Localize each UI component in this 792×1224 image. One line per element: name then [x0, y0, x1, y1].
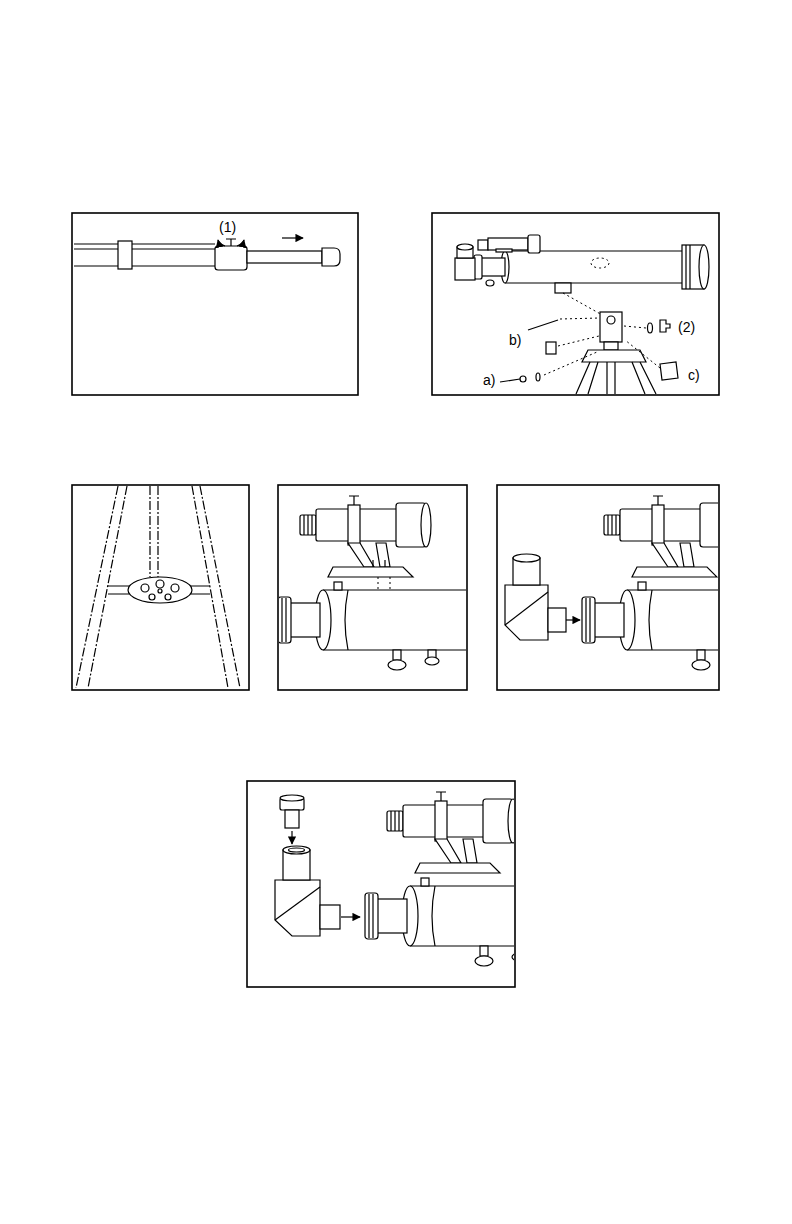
finder-mount-drawing: [279, 496, 466, 670]
telescope-mount-drawing: [624, 326, 646, 328]
finder-mount-drawing: [373, 560, 385, 567]
telescope-mount-drawing: [546, 342, 556, 354]
panel-frame: [432, 213, 719, 395]
eyepiece-insert-drawing: [275, 792, 514, 966]
accessory-tray-drawing: [76, 486, 240, 688]
panel-frame: [72, 213, 358, 395]
telescope-mount-drawing: [536, 373, 540, 381]
diagonal-insert-drawing: [548, 608, 566, 632]
label-holder: b): [508, 331, 522, 349]
tripod-leg-drawing: [74, 244, 215, 266]
telescope-mount-drawing: [528, 320, 558, 330]
tripod-leg-drawing: [118, 241, 132, 269]
callout-label: a): [482, 372, 496, 388]
label-holder: (2): [677, 318, 696, 336]
tripod-leg-drawing: [226, 239, 236, 246]
eyepiece-insert-drawing: [275, 880, 320, 936]
telescope-mount-drawing: [488, 238, 528, 250]
accessory-tray-drawing: [156, 580, 164, 588]
eyepiece-insert-drawing: [320, 905, 340, 929]
callout-label: b): [508, 332, 522, 348]
label-holder: a): [482, 371, 496, 389]
tripod-leg-drawing: [247, 251, 322, 263]
diagonal-insert-drawing: [505, 592, 548, 625]
telescope-mount-drawing: [563, 293, 604, 316]
diagonal-insert-drawing: [505, 585, 548, 640]
telescope-mount-drawing: [604, 342, 618, 350]
telescope-mount-drawing: [500, 379, 520, 382]
telescope-mount-drawing: [560, 318, 600, 319]
diagonal-insert-drawing: [513, 554, 540, 562]
tripod-leg-drawing: [282, 237, 303, 238]
tripod-leg-drawing: [215, 246, 247, 270]
eyepiece-insert-drawing: [291, 831, 292, 844]
label-holder: (1): [218, 218, 237, 236]
telescope-mount-drawing: [455, 235, 709, 394]
eyepiece-insert-drawing: [285, 810, 299, 828]
panel-frame: [72, 485, 249, 690]
telescope-mount-drawing: [544, 352, 597, 375]
telescope-mount-drawing: [496, 249, 512, 252]
telescope-mount-drawing: [480, 258, 505, 276]
telescope-mount-drawing: [558, 336, 599, 346]
tripod-leg-drawing: [74, 238, 340, 270]
telescope-mount-drawing: [455, 258, 475, 280]
label-holder: c): [687, 366, 701, 384]
telescope-mount-drawing: [625, 340, 660, 368]
finder-mount-drawing: [378, 577, 390, 590]
accessory-tray-drawing: [158, 589, 162, 593]
eyepiece-insert-drawing: [280, 795, 304, 801]
tripod-leg-drawing: [218, 240, 225, 246]
telescope-mount-drawing: [686, 245, 690, 289]
telescope-mount-drawing: [576, 362, 656, 394]
accessory-tray-drawing: [165, 594, 171, 600]
telescope-mount-drawing: [520, 376, 526, 382]
eyepiece-insert-drawing: [289, 848, 305, 852]
telescope-mount-drawing: [505, 251, 682, 283]
telescope-mount-drawing: [582, 350, 646, 362]
callout-label: (1): [218, 219, 237, 235]
telescope-mount-drawing: [699, 245, 709, 289]
telescope-mount-drawing: [478, 240, 488, 250]
accessory-tray-drawing: [149, 594, 155, 600]
accessory-tray-drawing: [128, 577, 192, 603]
telescope-mount-drawing: [591, 258, 609, 268]
callout-label: (2): [677, 319, 696, 335]
finder-mount-drawing: [279, 496, 466, 670]
diagonal-insert-drawing: [505, 496, 718, 670]
diagonal-insert-drawing: [582, 496, 718, 670]
diagonal-insert-drawing: [566, 619, 580, 620]
eyepiece-insert-drawing: [283, 846, 310, 854]
tripod-leg-drawing: [237, 240, 244, 246]
telescope-mount-drawing: [660, 362, 678, 380]
eyepiece-insert-drawing: [365, 792, 514, 966]
tripod-leg-drawing: [322, 248, 340, 266]
telescope-mount-drawing: [607, 316, 615, 324]
accessory-tray-drawing: [171, 584, 179, 592]
eyepiece-insert-drawing: [275, 887, 320, 920]
accessory-tray-drawing: [141, 584, 149, 592]
eyepiece-insert-drawing: [341, 916, 360, 917]
callout-label: c): [687, 367, 701, 383]
telescope-mount-drawing: [660, 320, 670, 332]
telescope-mount-drawing: [528, 235, 540, 253]
telescope-mount-drawing: [555, 283, 571, 293]
telescope-mount-drawing: [486, 280, 494, 286]
telescope-mount-drawing: [457, 244, 473, 250]
telescope-mount-drawing: [600, 312, 622, 342]
telescope-mount-drawing: [648, 323, 653, 333]
accessory-tray-drawing: [76, 486, 240, 688]
